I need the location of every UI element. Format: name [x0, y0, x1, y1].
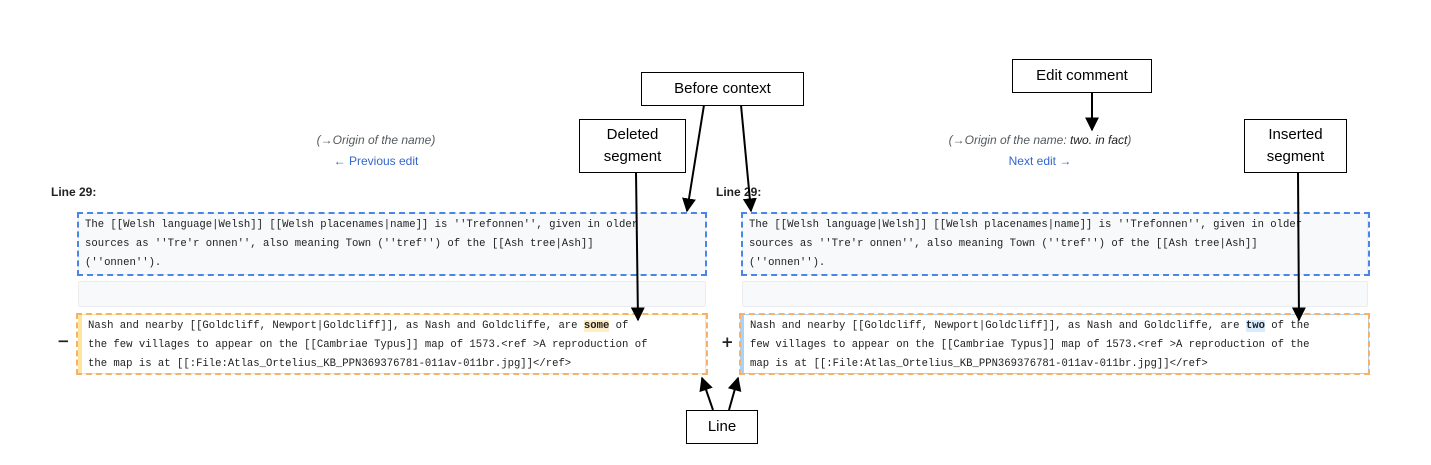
line-arrow-right: [727, 376, 742, 411]
left-context-outline: [77, 212, 707, 276]
previous-edit-link[interactable]: ← Previous edit: [333, 154, 419, 168]
inserted-segment-callout: Inserted segment: [1244, 119, 1347, 173]
line-callout: Line: [686, 410, 758, 444]
changed-line: map is at [[:File:Atlas_Ortelius_KB_PPN3…: [750, 358, 1208, 370]
left-empty-row: [78, 281, 706, 307]
context-line: The [[Welsh language|Welsh]] [[Welsh pla…: [85, 219, 639, 231]
right-empty-row: [742, 281, 1368, 307]
left-line-number: Line 29:: [51, 185, 97, 199]
changed-line: Nash and nearby [[Goldcliff, Newport|Gol…: [750, 317, 1362, 336]
changed-line: the few villages to appear on the [[Camb…: [88, 339, 648, 351]
changed-line: Nash and nearby [[Goldcliff, Newport|Gol…: [88, 317, 699, 336]
before-context-callout: Before context: [641, 72, 804, 106]
before-context-arrow-left: [682, 104, 705, 213]
deletion-marker: −: [57, 332, 70, 350]
line-arrow-left: [699, 376, 714, 411]
text-after: of: [609, 320, 629, 332]
inserted-word: two: [1245, 320, 1265, 332]
deleted-line-outline: [76, 313, 708, 375]
right-context-block: The [[Welsh language|Welsh]] [[Welsh pla…: [742, 213, 1368, 275]
context-line: The [[Welsh language|Welsh]] [[Welsh pla…: [749, 219, 1303, 231]
insertion-marker: +: [721, 333, 734, 351]
context-line: sources as ''Tre'r onnen'', also meaning…: [85, 238, 594, 250]
text-before: Nash and nearby [[Goldcliff, Newport|Gol…: [88, 320, 584, 332]
summary-comment: two. in fact: [1070, 133, 1128, 147]
edit-comment-callout: Edit comment: [1012, 59, 1152, 93]
left-edit-summary: (→Origin of the name): [316, 133, 436, 147]
right-edit-summary: (→Origin of the name: two. in fact): [900, 133, 1180, 147]
callout-line: segment: [603, 148, 662, 165]
callout-line: Inserted: [1268, 126, 1323, 143]
summary-suffix: ): [1127, 133, 1132, 147]
right-context-outline: [741, 212, 1370, 276]
summary-prefix: (→Origin of the name:: [948, 133, 1071, 147]
deleted-word: some: [583, 320, 610, 332]
context-line: (''onnen'').: [85, 257, 162, 269]
before-context-arrow-right: [740, 104, 757, 213]
callout-line: Deleted: [606, 126, 659, 143]
callout-line: segment: [1266, 148, 1325, 165]
text-after: of the: [1264, 320, 1310, 332]
inserted-segment-arrow: [1291, 171, 1306, 322]
context-line: (''onnen'').: [749, 257, 826, 269]
deleted-segment-callout: Deleted segment: [579, 119, 686, 173]
context-line: sources as ''Tre'r onnen'', also meaning…: [749, 238, 1258, 250]
deleted-segment-arrow: [630, 171, 645, 322]
changed-line: few villages to appear on the [[Cambriae…: [750, 339, 1310, 351]
changed-line: the map is at [[:File:Atlas_Ortelius_KB_…: [88, 358, 572, 370]
next-edit-link[interactable]: Next edit →: [1008, 154, 1072, 168]
left-context-block: The [[Welsh language|Welsh]] [[Welsh pla…: [78, 213, 706, 275]
inserted-line-outline: [739, 313, 1370, 375]
deleted-line-block: Nash and nearby [[Goldcliff, Newport|Gol…: [78, 314, 706, 374]
text-before: Nash and nearby [[Goldcliff, Newport|Gol…: [750, 320, 1246, 332]
